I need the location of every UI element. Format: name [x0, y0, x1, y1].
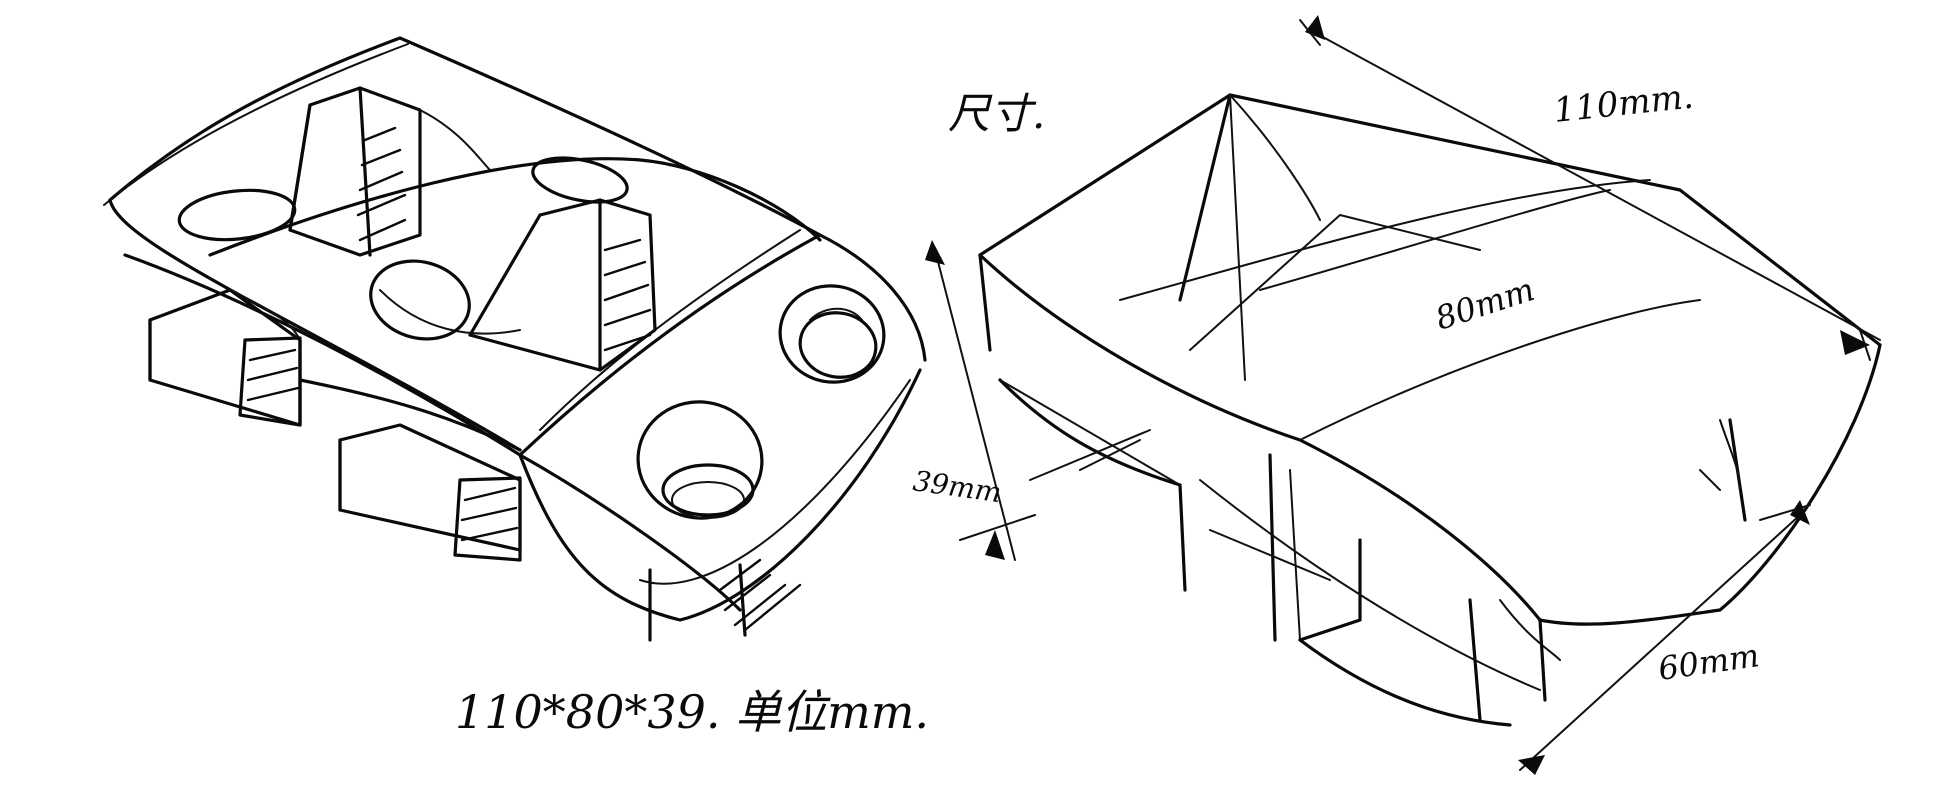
- left-perspective-view: [103, 36, 927, 642]
- size-title-label: 尺寸.: [948, 89, 1045, 138]
- height-dimension-label: 39mm: [911, 464, 1003, 509]
- length-dimension-label: 110mm.: [1552, 77, 1696, 131]
- right-dimensioned-view: [925, 15, 1882, 775]
- depth-dimension-label: 60mm: [1656, 636, 1762, 688]
- overall-size-label: 110*80*39. 单位mm.: [455, 685, 929, 739]
- width-dimension-label: 80mm: [1431, 270, 1539, 337]
